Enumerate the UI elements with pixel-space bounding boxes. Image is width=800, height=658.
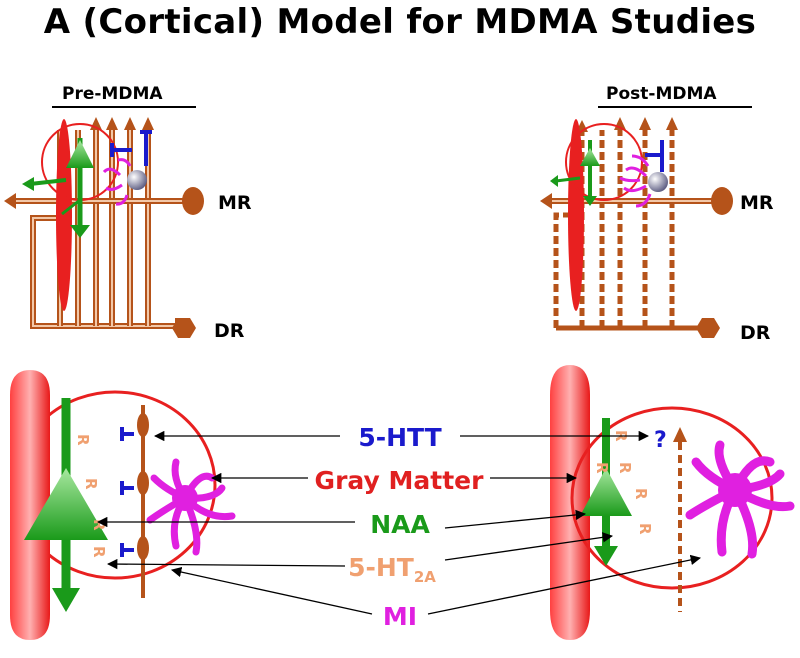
- pre-dr-label: DR: [214, 320, 245, 342]
- post-dr-nucleus: [696, 318, 720, 338]
- label-naa: NAA: [370, 510, 430, 539]
- svg-text:R: R: [90, 546, 108, 558]
- mi-left-arrow: [170, 566, 373, 615]
- pre-glia-processes: [102, 158, 132, 206]
- post-detail-receptors: R R R R R: [593, 430, 654, 535]
- svg-text:R: R: [82, 478, 100, 490]
- post-mr-nucleus: [711, 187, 733, 215]
- pre-blood-vessel: [56, 119, 72, 311]
- post-detail-neuron-body: [580, 468, 632, 516]
- label-5-htt: 5-HTT: [358, 423, 441, 452]
- ht2a-left-arrow: [106, 558, 346, 570]
- pre-detail-transporters: [120, 427, 134, 557]
- post-dr-label: DR: [740, 322, 771, 344]
- svg-text:R: R: [632, 488, 650, 500]
- pre-dr-nucleus: [172, 318, 196, 338]
- post-neuron: [550, 140, 600, 206]
- pre-mdma-title: Pre-MDMA: [62, 84, 163, 104]
- pre-mr-nucleus: [182, 187, 204, 215]
- marker-labels: 5-HTT Gray Matter NAA 5-HT2A MI: [315, 423, 485, 631]
- pre-transporters: [110, 130, 152, 166]
- connector-arrows: [96, 430, 702, 615]
- post-glia-processes: [619, 154, 652, 208]
- pre-detail-varicosity: [137, 413, 149, 437]
- pre-mr-label: MR: [218, 192, 252, 214]
- pre-dr-projection: [30, 215, 181, 329]
- post-gray-matter-circle: [565, 123, 643, 201]
- post-mdma-title: Post-MDMA: [606, 84, 717, 104]
- post-detail-blood-vessel: [550, 365, 590, 640]
- pre-neuron: [22, 138, 94, 238]
- svg-text:R: R: [636, 523, 654, 535]
- svg-text:R: R: [74, 434, 92, 446]
- pre-axon-arrowheads: [90, 117, 154, 130]
- pre-glia-body: [127, 170, 147, 190]
- svg-text:R: R: [90, 519, 108, 531]
- post-mr-label: MR: [740, 192, 774, 214]
- pre-detail-blood-vessel: [10, 370, 50, 640]
- diagram-title: A (Cortical) Model for MDMA Studies: [43, 2, 757, 42]
- pre-mdma-schematic: MR DR: [4, 106, 252, 342]
- post-detail-unknown-mark: ?: [654, 428, 667, 453]
- pre-detail-receptors: R R R R: [74, 434, 108, 558]
- label-gray-matter: Gray Matter: [315, 466, 485, 495]
- svg-text:R: R: [616, 462, 634, 474]
- pre-detail-neuron-body: [24, 468, 108, 540]
- mi-right-arrow: [427, 554, 702, 615]
- pre-detail-varicosity: [137, 536, 149, 560]
- post-mdma-schematic: MR DR: [540, 106, 774, 344]
- svg-text:R: R: [593, 462, 611, 474]
- pre-detail: R R R R: [10, 370, 236, 640]
- naa-right-arrow: [444, 509, 587, 529]
- post-transporters: [645, 140, 664, 172]
- post-detail: R R R R R ?: [550, 365, 795, 640]
- pre-detail-varicosity: [137, 471, 149, 495]
- post-detail-gray-matter-circle: [570, 406, 774, 590]
- label-5-ht2a: 5-HT2A: [348, 553, 436, 586]
- post-glia-body: [648, 172, 668, 192]
- ht2a-right-arrow: [444, 532, 614, 561]
- post-blood-vessel: [568, 119, 584, 311]
- label-mi: MI: [383, 602, 417, 631]
